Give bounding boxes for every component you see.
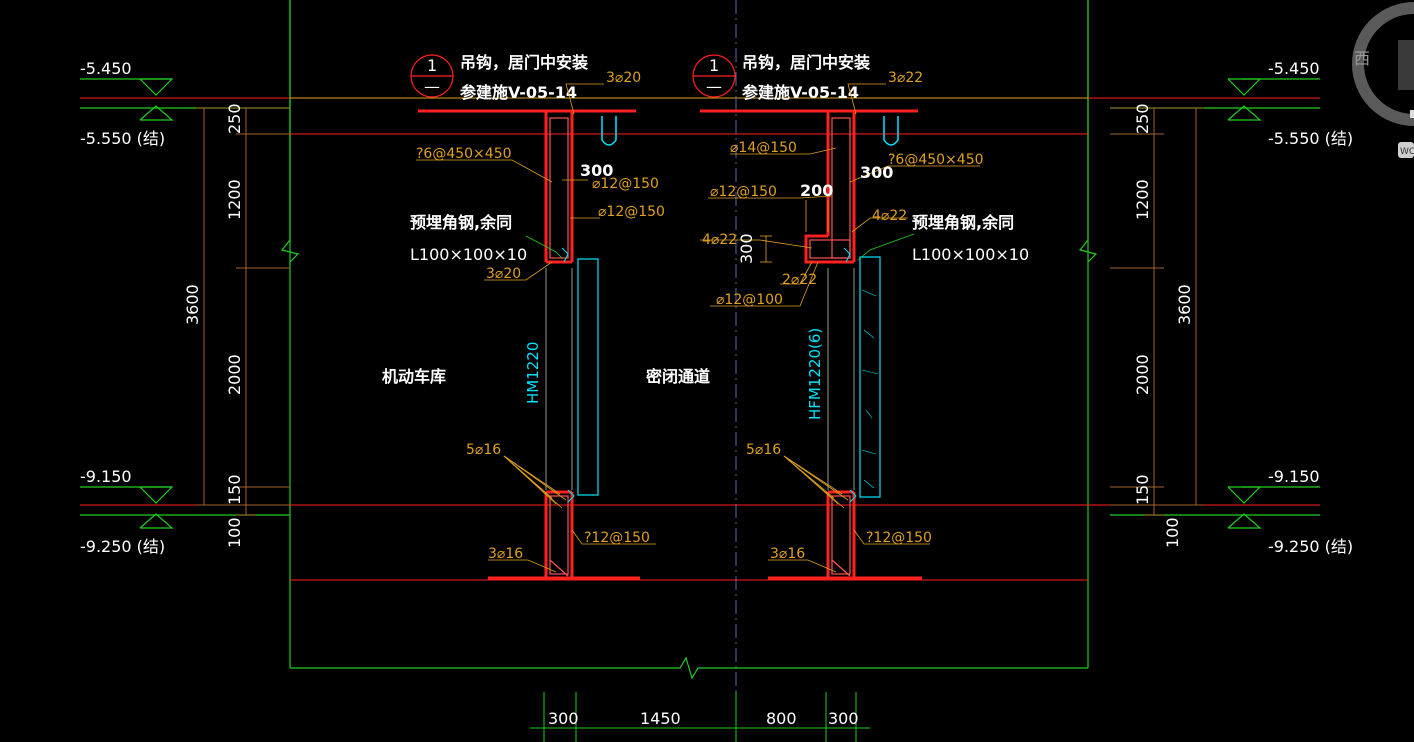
dim-lines-bottom: [530, 692, 870, 742]
dim-right-250: 250: [1133, 103, 1152, 134]
dim-bottom-1450: 1450: [640, 709, 681, 728]
right-hook-note-1: 吊钩，居门中安装: [742, 53, 870, 72]
left-rebar-stirrup: ?6@450×450: [416, 146, 512, 162]
left-angle-note: 预埋角钢,余同: [410, 213, 512, 232]
left-callout-dash: —: [424, 77, 440, 96]
slab-lines: [80, 97, 1320, 581]
right-width-300: 300: [860, 163, 893, 182]
left-callout-number: 1: [427, 56, 437, 75]
left-rebar-r2: ⌀12@150: [598, 204, 665, 220]
right-rebar-r12b: ⌀12@100: [716, 292, 783, 308]
view-cube-face: [1398, 40, 1414, 90]
view-cube-tag[interactable]: [1398, 142, 1414, 158]
elev-bot-left: -9.150: [80, 467, 132, 486]
view-cube-ring-icon: [1352, 2, 1414, 126]
right-angle-spec: L100×100×10: [912, 245, 1029, 264]
dim-right-100: 100: [1163, 517, 1182, 548]
right-rebar-bottom: 2⌀22: [782, 272, 817, 288]
dim-bottom-300b: 300: [828, 709, 859, 728]
view-cube-tag-text: WC: [1400, 147, 1414, 157]
room-left-label: 机动车库: [382, 367, 446, 386]
room-right-label: 密闭通道: [645, 367, 710, 386]
right-hook-note-2: 参建施V-05-14: [742, 83, 859, 102]
view-cube-letter: 西: [1354, 49, 1370, 68]
right-door-hatch: [861, 289, 879, 489]
right-callout-number: 1: [709, 56, 719, 75]
left-hook-note-1: 吊钩，居门中安装: [460, 53, 588, 72]
right-rebar-stirrup: ?6@450×450: [888, 152, 984, 168]
left-wall-edges: [545, 268, 573, 490]
left-rebar-bottom: 3⌀20: [486, 266, 521, 282]
right-base-stirrup: ?12@150: [866, 530, 932, 546]
left-rebar-top: 3⌀20: [606, 70, 641, 86]
right-height-300: 300: [737, 233, 756, 264]
right-hook-icon: [883, 116, 899, 146]
left-angle-spec: L100×100×10: [410, 245, 527, 264]
left-base-stirrup: ?12@150: [584, 530, 650, 546]
dim-left-100: 100: [225, 517, 244, 548]
left-base-bottom: 3⌀16: [488, 546, 523, 562]
dim-lines-right: [1110, 107, 1204, 516]
elev-top-left-struct: -5.550 (结): [80, 129, 165, 148]
elev-top-right-struct: -5.550 (结): [1268, 129, 1353, 148]
right-callout-dash: —: [706, 77, 722, 96]
dim-lines-left: [196, 107, 290, 516]
left-base-group: 5⌀16: [466, 442, 501, 458]
dim-bottom-800: 800: [766, 709, 797, 728]
elevation-markers: [139, 78, 1262, 529]
right-angle-note: 预埋角钢,余同: [912, 213, 1014, 232]
left-door-leaf: [577, 258, 599, 496]
right-base-group: 5⌀16: [746, 442, 781, 458]
left-rebar: [549, 117, 569, 577]
right-width-200: 200: [800, 181, 833, 200]
elev-top-right: -5.450: [1268, 59, 1320, 78]
right-door-leaf: [859, 256, 881, 498]
dim-right-total: 3600: [1175, 284, 1194, 325]
dim-bottom-300a: 300: [548, 709, 579, 728]
view-cube-marker: [1410, 110, 1414, 118]
door-left-label: HM1220: [524, 342, 542, 404]
elev-bot-right: -9.150: [1268, 467, 1320, 486]
right-callout-symbol: [692, 54, 736, 98]
dim-right-150: 150: [1133, 474, 1152, 505]
left-lintel: [418, 109, 640, 580]
right-angle-leader: [857, 233, 915, 261]
right-rebar-r14: ⌀14@150: [730, 140, 797, 156]
dim-left-150: 150: [225, 474, 244, 505]
dim-left-2000: 2000: [225, 354, 244, 395]
elev-top-left: -5.450: [80, 59, 132, 78]
right-angle-marks: [843, 247, 857, 503]
left-angle-marks: [561, 247, 575, 503]
left-width-300: 300: [580, 161, 613, 180]
right-rebar-left-bars: 4⌀22: [702, 232, 737, 248]
right-rebar-top: 3⌀22: [888, 70, 923, 86]
right-rebar-side: 4⌀22: [872, 208, 907, 224]
right-wall-edges: [827, 268, 855, 490]
left-callout-symbol: [410, 54, 454, 98]
left-hook-note-2: 参建施V-05-14: [460, 83, 577, 102]
right-base-bottom: 3⌀16: [770, 546, 805, 562]
dim-left-1200: 1200: [225, 179, 244, 220]
left-angle-leader: [525, 235, 563, 259]
dim-right-1200: 1200: [1133, 179, 1152, 220]
dim-left-total: 3600: [183, 284, 202, 325]
right-leaders: [700, 83, 980, 573]
elev-bot-left-struct: -9.250 (结): [80, 537, 165, 556]
door-right-label: HFM1220(6): [806, 328, 824, 420]
right-rebar-r12: ⌀12@150: [710, 184, 777, 200]
left-rebar-r1: ⌀12@150: [592, 176, 659, 192]
left-leaders: [416, 83, 656, 573]
dim-left-250: 250: [225, 103, 244, 134]
left-hook-icon: [601, 116, 617, 146]
elev-bot-right-struct: -9.250 (结): [1268, 537, 1353, 556]
view-cube[interactable]: 西 WC: [1352, 0, 1414, 160]
dim-right-2000: 2000: [1133, 354, 1152, 395]
right-rebar: [809, 117, 851, 577]
frame-lines: [80, 0, 1320, 680]
